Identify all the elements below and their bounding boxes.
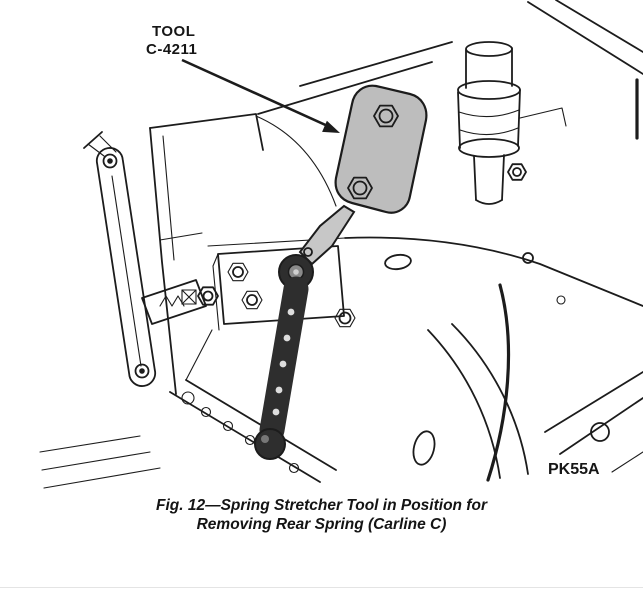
figure-illustration: TOOL C-4211 PK55A [39,0,643,489]
leaf-spring [83,131,157,387]
page-bottom-rule [0,587,643,588]
wrench-ball-end [254,428,286,460]
wire [486,283,511,482]
tool-bolt-lower [347,176,373,200]
tool-bolt-upper [373,104,399,128]
callout-line2: C-4211 [146,41,197,58]
figure-caption: Fig. 12—Spring Stretcher Tool in Positio… [0,496,643,534]
ratchet-wrench [254,254,314,460]
caption-line1: Fig. 12—Spring Stretcher Tool in Positio… [156,497,487,514]
floor-bolt [334,308,356,328]
arrowhead [322,120,340,133]
caption-line2: Removing Rear Spring (Carline C) [196,516,447,533]
hex-bolt [197,286,219,306]
underbody-linework [39,0,643,489]
wrench-handle-holes [272,308,295,416]
stretcher-tool-plate [298,84,428,266]
bracket-bolt-upper [227,262,249,282]
leader-line [181,58,331,129]
shock-mount-bolt [507,163,527,181]
callout-line1: TOOL [152,23,195,40]
part-code: PK55A [548,461,600,478]
bracket-bolt-lower [241,290,263,310]
hanger-bracket [141,279,219,325]
tool-callout: TOOL C-4211 [146,23,340,133]
spring-washer [159,295,185,307]
cross-marked-nut [181,289,197,305]
shock-absorber [457,41,567,205]
